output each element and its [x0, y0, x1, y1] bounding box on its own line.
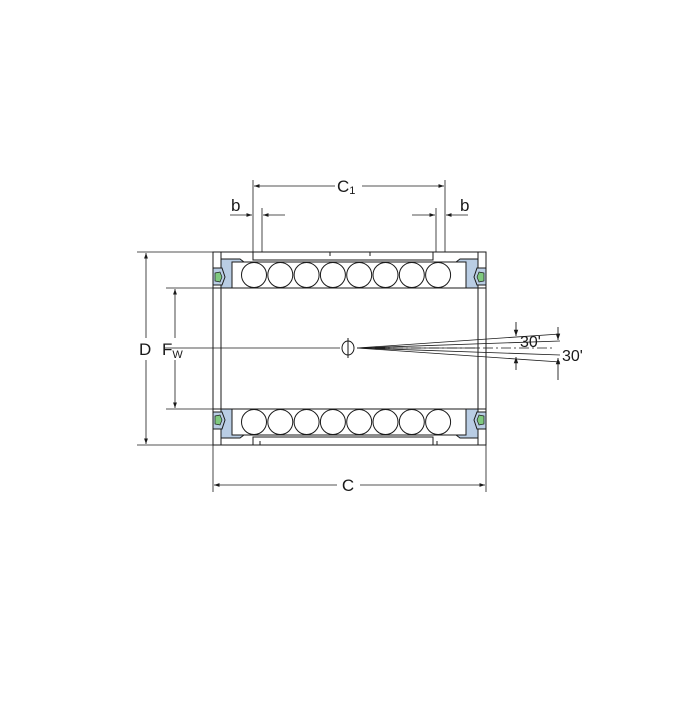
dimension-fw	[166, 287, 213, 410]
bottom-ball-row	[241, 409, 452, 435]
top-ball-row	[241, 262, 452, 288]
top-ball	[398, 262, 425, 288]
dimension-b-right	[412, 208, 468, 252]
bottom-ball	[372, 409, 399, 435]
angle-label-top: 30'	[520, 334, 541, 351]
angle-arrows	[513, 322, 561, 380]
top-ball	[267, 262, 294, 288]
bottom-groove	[252, 436, 438, 446]
seal-bottom-left-green	[214, 414, 223, 426]
bottom-ball	[241, 409, 267, 435]
dimension-c1-label: C1	[337, 177, 355, 197]
outer-sleeve	[212, 251, 487, 446]
center-mark	[341, 338, 355, 358]
seal-bottom-right-green	[476, 414, 485, 426]
seal-top-left-green	[214, 271, 223, 283]
bottom-ball	[293, 409, 320, 435]
seal-top-right-green	[476, 271, 485, 283]
dimension-c-label: C	[342, 476, 354, 495]
dimension-b-left-label: b	[231, 196, 240, 215]
top-ball	[293, 262, 320, 288]
angle-lines	[356, 333, 561, 363]
bottom-ball	[267, 409, 294, 435]
dimension-b-left	[230, 208, 285, 252]
fw-sub: W	[172, 349, 183, 361]
angle-label-bottom: 30'	[562, 348, 583, 365]
bottom-ball	[398, 409, 425, 435]
top-ball	[346, 262, 373, 288]
top-ball	[372, 262, 399, 288]
top-ball	[319, 262, 346, 288]
fw-main: F	[162, 340, 172, 359]
top-ball	[425, 262, 452, 288]
c1-main: C	[337, 177, 349, 196]
dimension-fw-label: FW	[162, 340, 183, 361]
dimension-d	[137, 251, 213, 446]
bottom-ball	[346, 409, 373, 435]
dimension-b-right-label: b	[460, 196, 469, 215]
dimension-c1	[252, 180, 446, 252]
dimension-c	[212, 445, 487, 492]
dimension-d-label: D	[139, 340, 151, 359]
top-groove	[252, 251, 434, 261]
top-ball	[241, 262, 267, 288]
bottom-ball	[425, 409, 452, 435]
bottom-ball	[319, 409, 346, 435]
c1-sub: 1	[349, 185, 355, 197]
